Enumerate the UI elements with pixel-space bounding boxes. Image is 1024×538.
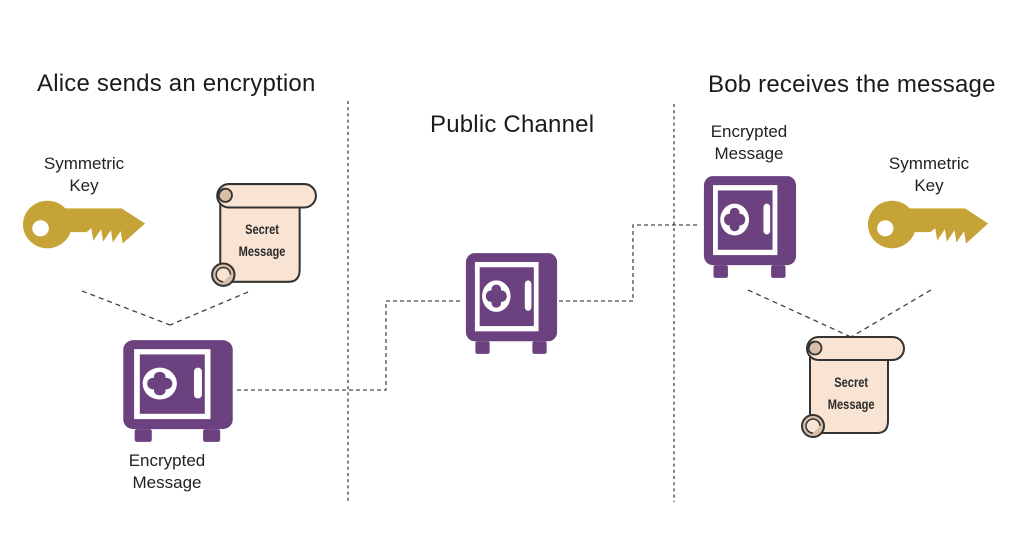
connector-alice-safe-to-channel-safe: [237, 300, 461, 391]
bob-gold-key-icon: [867, 196, 992, 253]
merge-line-alice-key-to-safe: [81, 290, 171, 326]
merge-line-bob-key-to-scroll: [850, 289, 932, 338]
public-channel-title: Public Channel: [430, 111, 595, 138]
alice-encrypted-safe-icon: [121, 338, 235, 444]
alice-symmetric-key-label: Symmetric Key: [43, 154, 125, 195]
bob-symmetric-key-label: Symmetric Key: [888, 154, 970, 195]
merge-line-bob-safe-to-scroll: [747, 289, 852, 338]
channel-safe-icon: [464, 251, 559, 356]
bob-section-title: Bob receives the message: [708, 71, 996, 98]
alice-scroll-text: Secret Message: [238, 222, 286, 259]
alice-encrypted-message-label: Encrypted Message: [128, 451, 206, 492]
alice-secret-message-scroll-icon: Secret Message: [206, 181, 318, 293]
alice-section-title: Alice sends an encryption: [37, 70, 316, 97]
bob-encrypted-safe-icon: [702, 174, 798, 280]
bob-secret-message-scroll-icon: Secret Message: [796, 334, 906, 447]
merge-line-alice-scroll-to-safe: [169, 291, 249, 326]
bob-encrypted-message-label: Encrypted Message: [710, 122, 788, 163]
bob-scroll-text: Secret Message: [827, 375, 875, 412]
connector-channel-safe-to-bob-safe: [559, 224, 700, 302]
alice-gold-key-icon: [22, 196, 149, 253]
